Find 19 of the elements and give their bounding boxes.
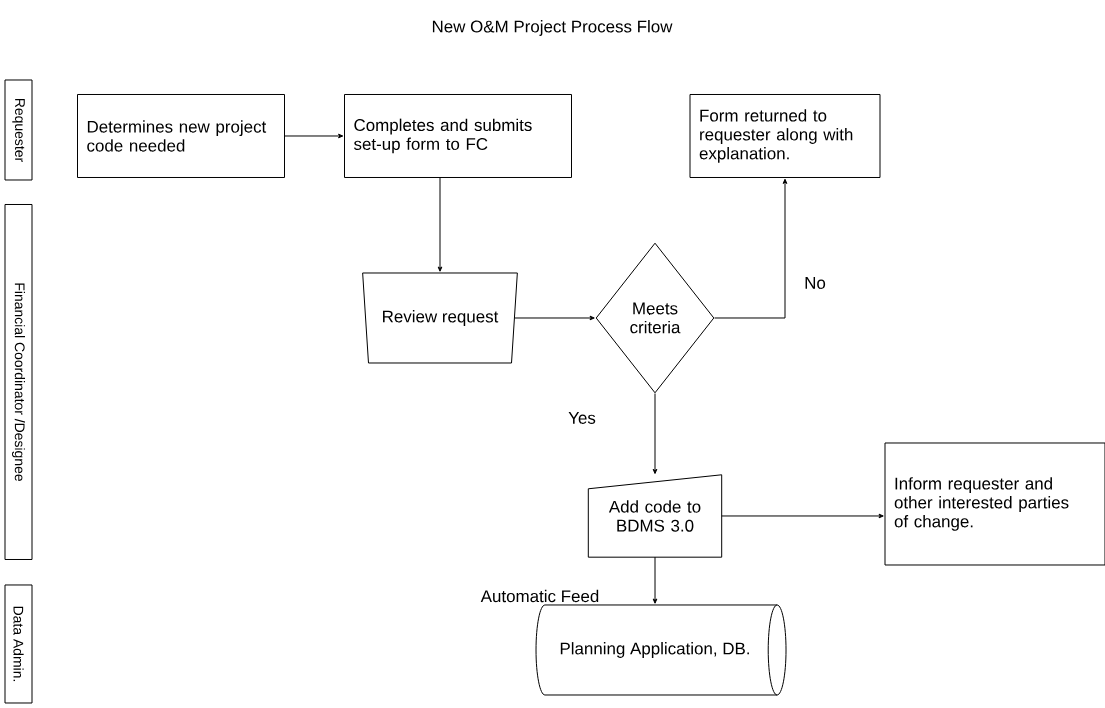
arrow [721, 513, 884, 519]
database-cylinder: Planning Application, DB. [535, 604, 787, 696]
process-box: Determines new project code needed [77, 94, 285, 178]
arrow [652, 393, 658, 474]
edge-label: No [805, 277, 826, 289]
process-box: Inform requester and other interested parties of change. [884, 442, 1105, 566]
title: New O&M Project Process Flow [432, 20, 673, 36]
arrow [514, 315, 595, 321]
edge-label: Yes [568, 412, 596, 424]
arrow [714, 178, 788, 319]
lane-label: Data Admin. [4, 584, 33, 704]
arrow [652, 556, 658, 604]
lane-label: Requester [4, 79, 33, 181]
edge-label: Automatic Feed [480, 589, 599, 603]
lane-label: Financial Coordinator /Designee [4, 204, 33, 560]
process-box: Completes and submits set-up form to FC [344, 94, 572, 178]
process-box: Form returned to requester along with explanation. [689, 94, 881, 178]
arrow [437, 177, 443, 272]
arrow [284, 133, 344, 139]
